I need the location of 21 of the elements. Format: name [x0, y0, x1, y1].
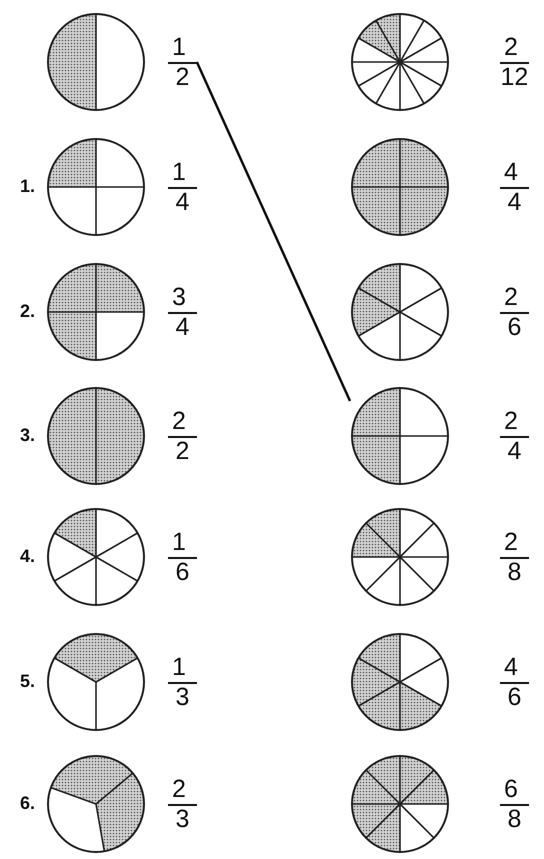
fraction-label: 2 3: [168, 776, 197, 832]
question-number: 4.: [20, 546, 36, 567]
fraction-label: 2 12: [500, 34, 529, 90]
fraction-label: 4 6: [500, 654, 529, 710]
fraction-label: 1 4: [168, 158, 197, 216]
question-number: 5.: [20, 671, 36, 692]
fraction-label: 1 3: [168, 654, 197, 710]
matching-line: [196, 61, 352, 402]
question-number: 2.: [20, 301, 36, 322]
question-number: 1.: [20, 176, 36, 197]
fraction-label: 3 4: [168, 284, 197, 340]
fraction-label: 1 2: [168, 34, 197, 90]
question-number: 3.: [20, 425, 36, 446]
question-number: 6.: [20, 793, 36, 814]
fraction-label: 4 4: [500, 158, 529, 216]
fraction-label: 2 6: [500, 284, 529, 340]
fraction-label: 2 2: [168, 408, 197, 464]
fraction-label: 6 8: [500, 776, 529, 832]
fraction-label: 1 6: [168, 528, 197, 586]
fraction-label: 2 4: [500, 408, 529, 464]
fraction-label: 2 8: [500, 528, 529, 586]
